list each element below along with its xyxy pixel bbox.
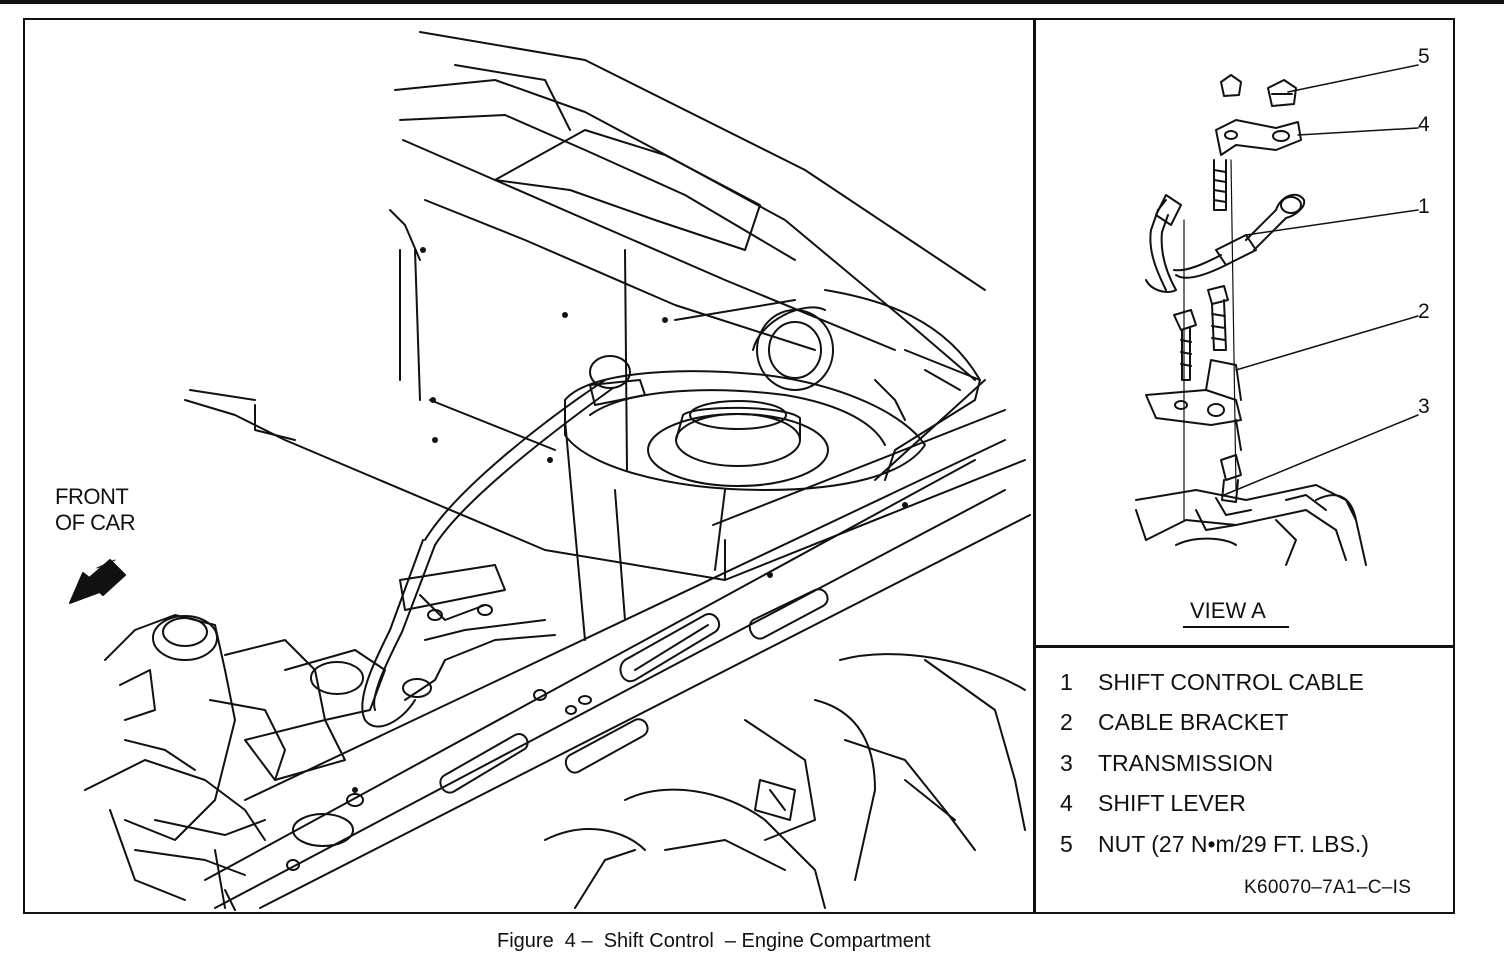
legend-label: CABLE BRACKET — [1098, 709, 1289, 736]
callout-4: 4 — [1418, 113, 1430, 136]
legend-item: 2 CABLE BRACKET — [1060, 703, 1440, 744]
front-label-line-1: FRONT — [55, 484, 129, 509]
legend-number: 3 — [1060, 749, 1073, 776]
front-label-line-2: OF CAR — [55, 510, 136, 535]
figure-frame — [23, 18, 1455, 914]
top-rule — [0, 0, 1504, 4]
legend-item: 4 SHIFT LEVER — [1060, 784, 1440, 825]
panel-divider-horizontal — [1033, 645, 1455, 648]
front-of-car-label: FRONT OF CAR — [55, 484, 136, 536]
callout-1: 1 — [1418, 195, 1430, 218]
parts-legend: 1 SHIFT CONTROL CABLE 2 CABLE BRACKET 3 … — [1060, 662, 1440, 865]
legend-item: 3 TRANSMISSION — [1060, 743, 1440, 784]
legend-item: 1 SHIFT CONTROL CABLE — [1060, 662, 1440, 703]
view-a-drawing — [1135, 64, 1419, 566]
legend-label: SHIFT LEVER — [1098, 790, 1246, 817]
legend-item: 5 NUT (27 N•m/29 FT. LBS.) — [1060, 824, 1440, 865]
legend-label: SHIFT CONTROL CABLE — [1098, 668, 1364, 695]
callout-2: 2 — [1418, 300, 1430, 323]
panel-divider-vertical — [1033, 18, 1036, 914]
legend-number: 4 — [1060, 790, 1073, 817]
view-a-title: VIEW A — [1190, 598, 1266, 623]
legend-label: NUT (27 N•m/29 FT. LBS.) — [1098, 830, 1369, 857]
reference-code: K60070–7A1–C–IS — [1244, 877, 1412, 898]
legend-label: TRANSMISSION — [1098, 749, 1274, 776]
view-a-underline — [1183, 626, 1289, 628]
callout-3: 3 — [1418, 395, 1430, 418]
legend-number: 2 — [1060, 709, 1073, 736]
legend-number: 1 — [1060, 668, 1073, 695]
engine-compartment-drawing — [69, 31, 1031, 911]
callout-5: 5 — [1418, 45, 1430, 68]
figure-caption: Figure 4 – Shift Control – Engine Compar… — [497, 930, 931, 952]
legend-number: 5 — [1060, 830, 1073, 857]
